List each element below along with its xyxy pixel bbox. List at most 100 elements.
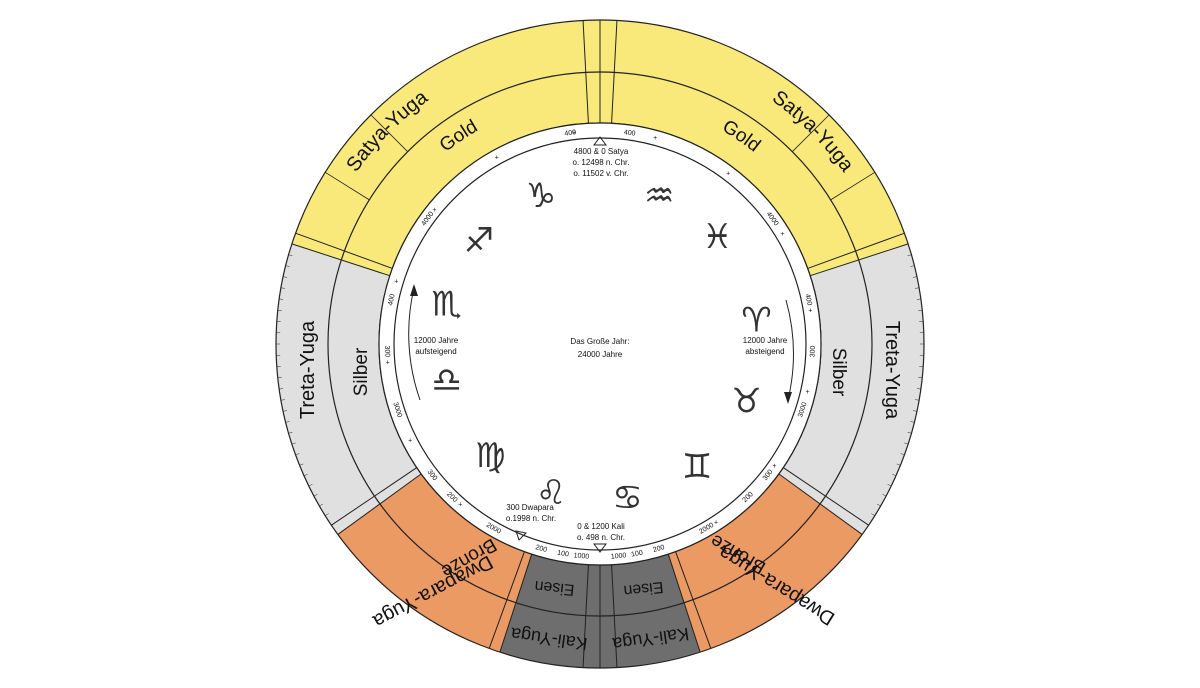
taurus-icon: ♉ <box>731 382 761 422</box>
outer-tick <box>291 442 296 445</box>
dwapara-marker-triangle <box>515 530 528 541</box>
ascending-label-line2: aufsteigend <box>415 347 456 356</box>
chord-divider <box>792 114 830 152</box>
chord-divider <box>830 171 875 201</box>
scale-plus: + <box>781 231 785 238</box>
scale-label: 200 <box>535 544 548 554</box>
leo-icon: ♌ <box>536 473 566 513</box>
outer-tick <box>915 287 920 289</box>
outer-tick <box>871 513 875 516</box>
center-title-line2: 24000 Jahre <box>578 350 623 359</box>
scale-label: 100 <box>557 550 570 559</box>
bottom-marker-triangle <box>593 543 607 553</box>
ascending-arrowhead <box>410 284 418 296</box>
outer-tick <box>280 287 285 289</box>
scale-plus: + <box>386 359 390 366</box>
outer-tick <box>288 254 293 257</box>
cancer-icon: ♋ <box>612 478 642 518</box>
libra-icon: ♎ <box>431 361 461 401</box>
band-silver-right <box>778 243 925 535</box>
dwapara-marker-line2: o.1998 n. Chr. <box>506 514 556 523</box>
middle-label-eisen-right: Eisen <box>623 578 665 599</box>
outer-label-treta-left: Treta-Yuga <box>297 320 319 419</box>
scale-label: 100 <box>631 550 644 559</box>
pisces-icon: ♓ <box>702 217 732 257</box>
outer-label-treta-right: Treta-Yuga <box>881 321 903 420</box>
scale-plus: + <box>805 389 809 396</box>
scale-label: 1000 <box>573 552 589 560</box>
inner-disc <box>393 137 807 551</box>
radial-divider <box>810 243 909 277</box>
radial-divider <box>295 232 393 269</box>
capricorn-icon: ♑ <box>526 176 556 216</box>
radial-divider <box>337 473 422 535</box>
radial-divider <box>782 467 869 526</box>
outer-tick <box>325 513 329 516</box>
outer-tick <box>313 494 318 497</box>
radial-divider <box>807 232 905 269</box>
sagittarius-icon: ♐ <box>464 221 494 261</box>
virgo-icon: ♍ <box>475 436 505 476</box>
outer-tick <box>279 388 284 390</box>
outer-tick <box>285 421 290 423</box>
radial-divider <box>499 554 533 653</box>
top-marker-line2: o. 12498 n. Chr. <box>573 158 630 167</box>
scale-plus: + <box>714 519 718 526</box>
radial-divider <box>488 551 525 649</box>
scorpio-icon: ♏ <box>431 284 461 324</box>
scale-label: 3000 <box>391 401 403 418</box>
outer-tick <box>887 484 892 487</box>
band-bronze-left <box>337 473 532 653</box>
scale-label: 3000 <box>797 401 809 418</box>
radial-divider <box>291 243 390 277</box>
scale-label: 400 <box>623 129 636 138</box>
outer-tick <box>308 484 313 487</box>
radial-divider <box>331 467 418 526</box>
ascending-label-line1: 12000 Jahre <box>414 336 459 345</box>
scale-plus: + <box>458 502 462 509</box>
descending-label-line2: absteigend <box>745 347 784 356</box>
middle-label-eisen-left: Eisen <box>534 577 576 598</box>
ascending-arrow <box>408 287 421 401</box>
outer-tick <box>904 442 909 445</box>
outer-tick <box>299 463 304 466</box>
dwapara-marker-line1: 300 Dwapara <box>506 503 554 512</box>
outer-tick <box>907 431 912 434</box>
band-silver-left <box>276 243 422 535</box>
outer-tick <box>877 503 881 507</box>
outer-tick <box>285 265 290 267</box>
scale-plus: + <box>772 463 776 470</box>
scale-label: 400 <box>803 293 812 306</box>
zodiac-signs: ♑♒♓♈♉♊♋♌♍♎♏♐ <box>431 176 771 518</box>
outer-tick <box>295 453 300 456</box>
descending-arrowhead <box>784 392 792 404</box>
aquarius-icon: ♒ <box>644 176 674 216</box>
outer-tick <box>910 421 915 423</box>
outer-tick <box>916 298 921 300</box>
scale-label: 400 <box>387 293 396 306</box>
scale-plus: + <box>408 438 412 445</box>
radial-divider <box>582 564 589 668</box>
outer-tick <box>915 399 920 401</box>
radial-divider <box>582 20 589 124</box>
outer-tick <box>279 298 284 300</box>
outer-tick <box>303 473 308 477</box>
aries-icon: ♈ <box>741 301 771 341</box>
scale-label: 300 <box>383 345 390 357</box>
outer-tick <box>916 388 921 390</box>
scale-label: 200 <box>652 544 665 554</box>
scale-plus: + <box>808 308 812 315</box>
outer-tick <box>331 522 335 526</box>
outer-tick <box>283 276 288 278</box>
outer-tick <box>288 431 293 434</box>
outer-tick <box>865 522 869 526</box>
chord-divider <box>370 114 408 152</box>
outer-tick <box>280 399 285 401</box>
top-marker-line1: 4800 & 0 Satya <box>574 147 629 156</box>
outer-tick <box>910 265 915 267</box>
radial-divider <box>611 20 618 124</box>
band-gold <box>291 20 909 276</box>
outer-tick <box>912 410 917 412</box>
scale-plus: + <box>394 279 398 286</box>
